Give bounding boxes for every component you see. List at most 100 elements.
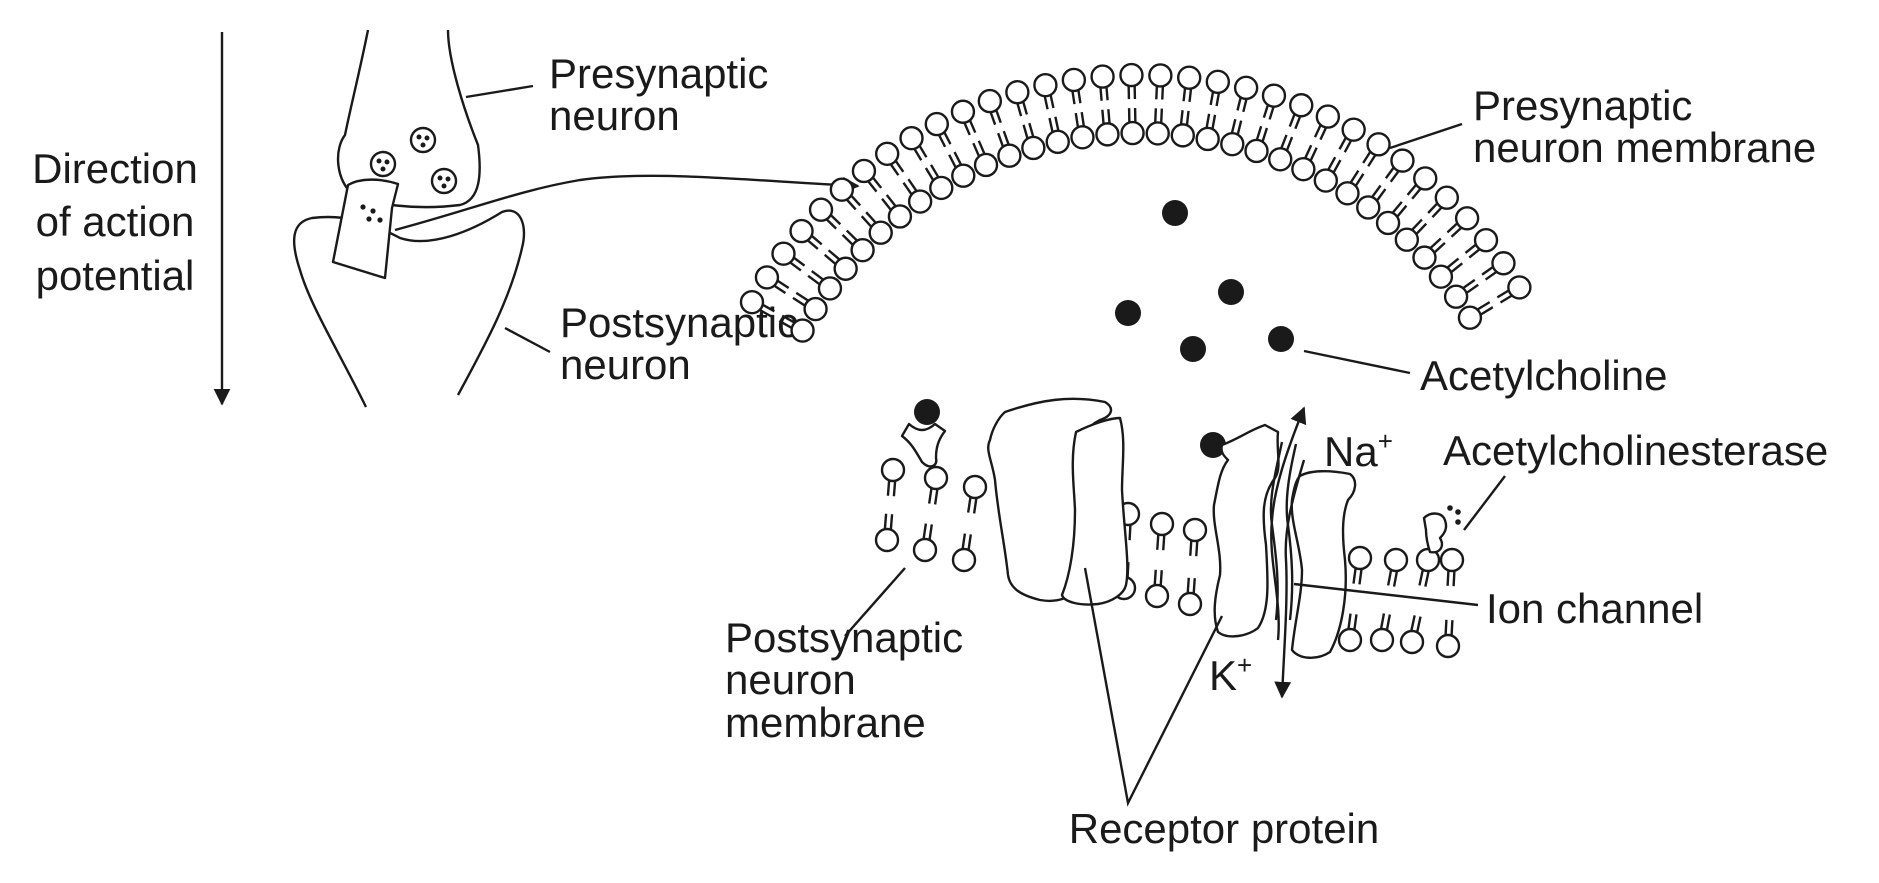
phospholipid-head [1456,207,1478,229]
phospholipid-head [1413,247,1435,269]
postsynaptic-membrane-label-2: neuron [725,656,856,703]
direction-label-line3: potential [36,252,195,299]
phospholipid-head [1235,77,1257,99]
phospholipid-head [756,266,778,288]
phospholipid-head [1475,229,1497,251]
phospholipid-head [1339,629,1361,651]
phospholipid-head [831,179,853,201]
phospholipid-head [925,467,947,489]
phospholipid-head [876,529,898,551]
phospholipid-head [1269,148,1291,170]
phospholipid-head [1184,519,1206,541]
phospholipid-head [909,191,931,213]
phospholipid-head [975,154,997,176]
direction-label-line2: of action [36,198,195,245]
phospholipid-head [1445,286,1467,308]
phospholipid-head [852,239,874,261]
presynaptic-neuron-label-1: Presynaptic [549,50,768,97]
phospholipid-head [1246,140,1268,162]
phospholipid-head [952,101,974,123]
phospholipid-head [1508,276,1530,298]
phospholipid-head [1022,137,1044,159]
receptor-protein-label: Receptor protein [1069,805,1380,852]
phospholipid-head [1459,307,1481,329]
phospholipid-head [1371,629,1393,651]
phospholipid-head [953,549,975,571]
receptor-protein-right [1214,425,1279,636]
phospholipid-head [1343,119,1365,141]
phospholipid-head [1221,133,1243,155]
phospholipid-head [772,243,794,265]
phospholipid-head [979,90,1001,112]
phospholipid-head [810,199,832,221]
phospholipid-head [1120,64,1142,86]
phospholipid-head [1401,631,1423,653]
postsynaptic-membrane-label-3: membrane [725,699,926,746]
postsynaptic-membrane-label-1: Postsynaptic [725,614,963,661]
phospholipid-head [1414,167,1436,189]
phospholipid-head [1149,64,1171,86]
presynaptic-membrane-label-2: neuron membrane [1473,124,1816,171]
phospholipid-head [819,277,841,299]
phospholipid-head [1292,158,1314,180]
k-ion-label: K+ [1209,650,1252,699]
phospholipid-head [1357,196,1379,218]
postsynaptic-neuron-body [294,211,524,407]
acetylcholine-molecules [1115,200,1294,458]
phospholipid-head [1047,131,1069,153]
phospholipid-head [1263,85,1285,107]
phospholipid-head [1063,69,1085,91]
phospholipid-head [1147,122,1169,144]
phospholipid-head [964,476,986,498]
phospholipid-head [914,539,936,561]
postsynaptic-neuron-label-2: neuron [560,341,691,388]
phospholipid-head [1092,66,1114,88]
phospholipid-head [791,220,813,242]
phospholipid-head [1151,513,1173,535]
presynaptic-membrane-label-1: Presynaptic [1473,82,1692,129]
phospholipid-head [1197,128,1219,150]
phospholipid-head [1436,187,1458,209]
acetylcholinesterase-right [1424,505,1461,552]
phospholipid-head [926,113,948,135]
phospholipid-head [1315,170,1337,192]
phospholipid-head [1178,67,1200,89]
phospholipid-head [1336,182,1358,204]
neuron-overview: Presynaptic neuron Postsynaptic neuron [294,30,858,407]
phospholipid-head [741,291,763,313]
phospholipid-head [1207,71,1229,93]
presynaptic-neuron-label-2: neuron [549,92,680,139]
phospholipid-head [1146,585,1168,607]
na-ion-label: Na+ [1324,426,1393,475]
phospholipid-head [1290,94,1312,116]
phospholipid-head [805,298,827,320]
phospholipid-head [1430,266,1452,288]
phospholipid-head [1396,229,1418,251]
phospholipid-head [1034,74,1056,96]
phospholipid-head [853,160,875,182]
phospholipid-head [870,222,892,244]
phospholipid-head [1441,549,1463,571]
presynaptic-membrane [741,64,1530,341]
phospholipid-head [1071,126,1093,148]
phospholipid-head [901,127,923,149]
phospholipid-head [1437,635,1459,657]
phospholipid-head [1096,123,1118,145]
phospholipid-head [1172,124,1194,146]
phospholipid-head [835,258,857,280]
postsynaptic-membrane [876,459,1463,657]
phospholipid-head [930,177,952,199]
ion-channel-label: Ion channel [1486,585,1703,632]
phospholipid-head [1492,252,1514,274]
direction-label-line1: Direction [32,145,198,192]
phospholipid-head [1122,122,1144,144]
phospholipid-head [1349,547,1371,569]
phospholipid-head [792,320,814,342]
phospholipid-head [1391,150,1413,172]
phospholipid-head [952,165,974,187]
phospholipid-head [876,143,898,165]
phospholipid-head [882,459,904,481]
phospholipid-head [889,205,911,227]
phospholipid-head [1006,81,1028,103]
